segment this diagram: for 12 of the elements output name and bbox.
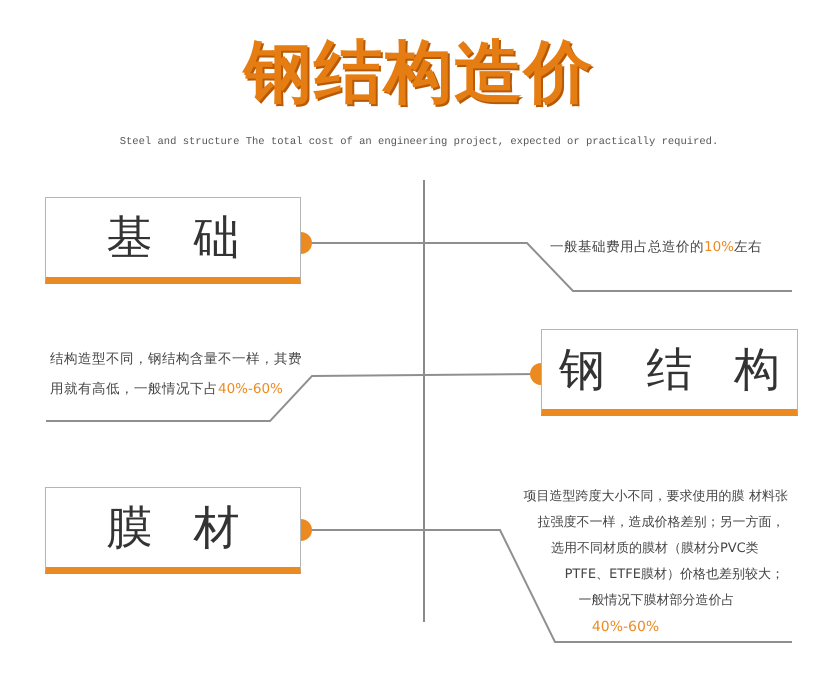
description-text: 结构造型不同，钢结构含量不一样，其费用就有高低，一般情况下占40%-60% [50,350,303,399]
description-text: 一般基础费用占总造价的10%左右 [550,238,764,257]
subtitle: Steel and structure The total cost of an engineering project, expected or practically required. [118,136,720,148]
label-box [541,329,798,416]
percentage-text: 40%-60% [590,618,660,637]
title: 钢结构造价 [241,32,595,114]
label-box [45,487,301,574]
box-title: 基础 [106,208,282,266]
description-text: 项目造型跨度大小不同，要求使用的膜 材料张拉强度不一样，造成价格差别；另一方面，选用不同材质的膜材（膜材分PVC类PTFE、ETFE膜材）价格也差别较大；一般情况下膜材部分造价占 [524,489,788,608]
box-title: 膜材 [106,498,282,556]
label-box [45,197,301,284]
box-title: 钢结构 [559,340,822,398]
